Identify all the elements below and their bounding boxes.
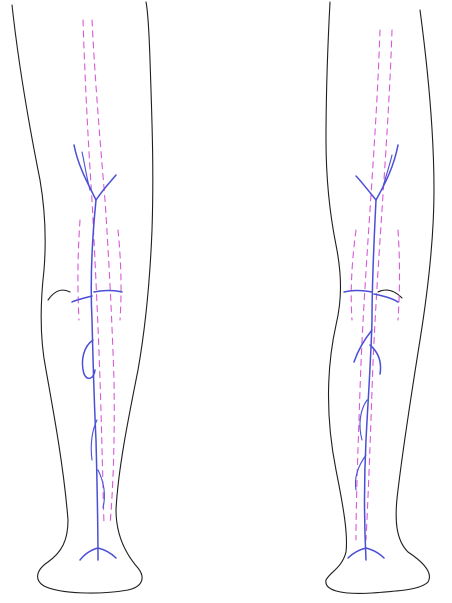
right-leg-guide-line-d: [398, 230, 400, 320]
left-leg-guide-line-c: [78, 220, 80, 320]
right-leg-calf-diagonal: [354, 330, 372, 362]
left-leg: [12, 2, 153, 593]
left-leg-guide-line-d: [118, 230, 121, 320]
right-leg-ankle-branch-left: [348, 548, 366, 558]
right-leg-upper-branch-left: [356, 176, 376, 200]
right-leg-guide-line-c: [351, 230, 356, 320]
left-leg-upper-branch-right: [96, 175, 116, 200]
left-leg-knee-branch-right: [94, 291, 122, 293]
left-leg-upper-branch-left: [74, 145, 96, 200]
right-leg-knee-crease: [378, 290, 402, 298]
left-leg-ankle-branch-left: [80, 548, 98, 560]
right-leg-ankle-branch-right: [366, 548, 384, 558]
right-leg: [326, 2, 434, 593]
left-leg-lower-tributary-2: [98, 470, 104, 508]
left-leg-knee-crease: [48, 290, 70, 300]
right-leg-knee-branch-right: [374, 294, 398, 302]
right-leg-guide-line-b: [366, 30, 392, 540]
right-leg-knee-branch-left: [344, 291, 372, 293]
left-leg-knee-branch-left: [72, 296, 92, 302]
left-leg-outer-contour: [12, 2, 153, 593]
left-leg-guide-line-a: [83, 20, 104, 525]
right-leg-main-vein: [365, 200, 377, 560]
right-leg-guide-line-a: [356, 30, 380, 540]
left-leg-ankle-branch-right: [98, 548, 116, 558]
right-leg-outer-contour: [326, 2, 434, 593]
